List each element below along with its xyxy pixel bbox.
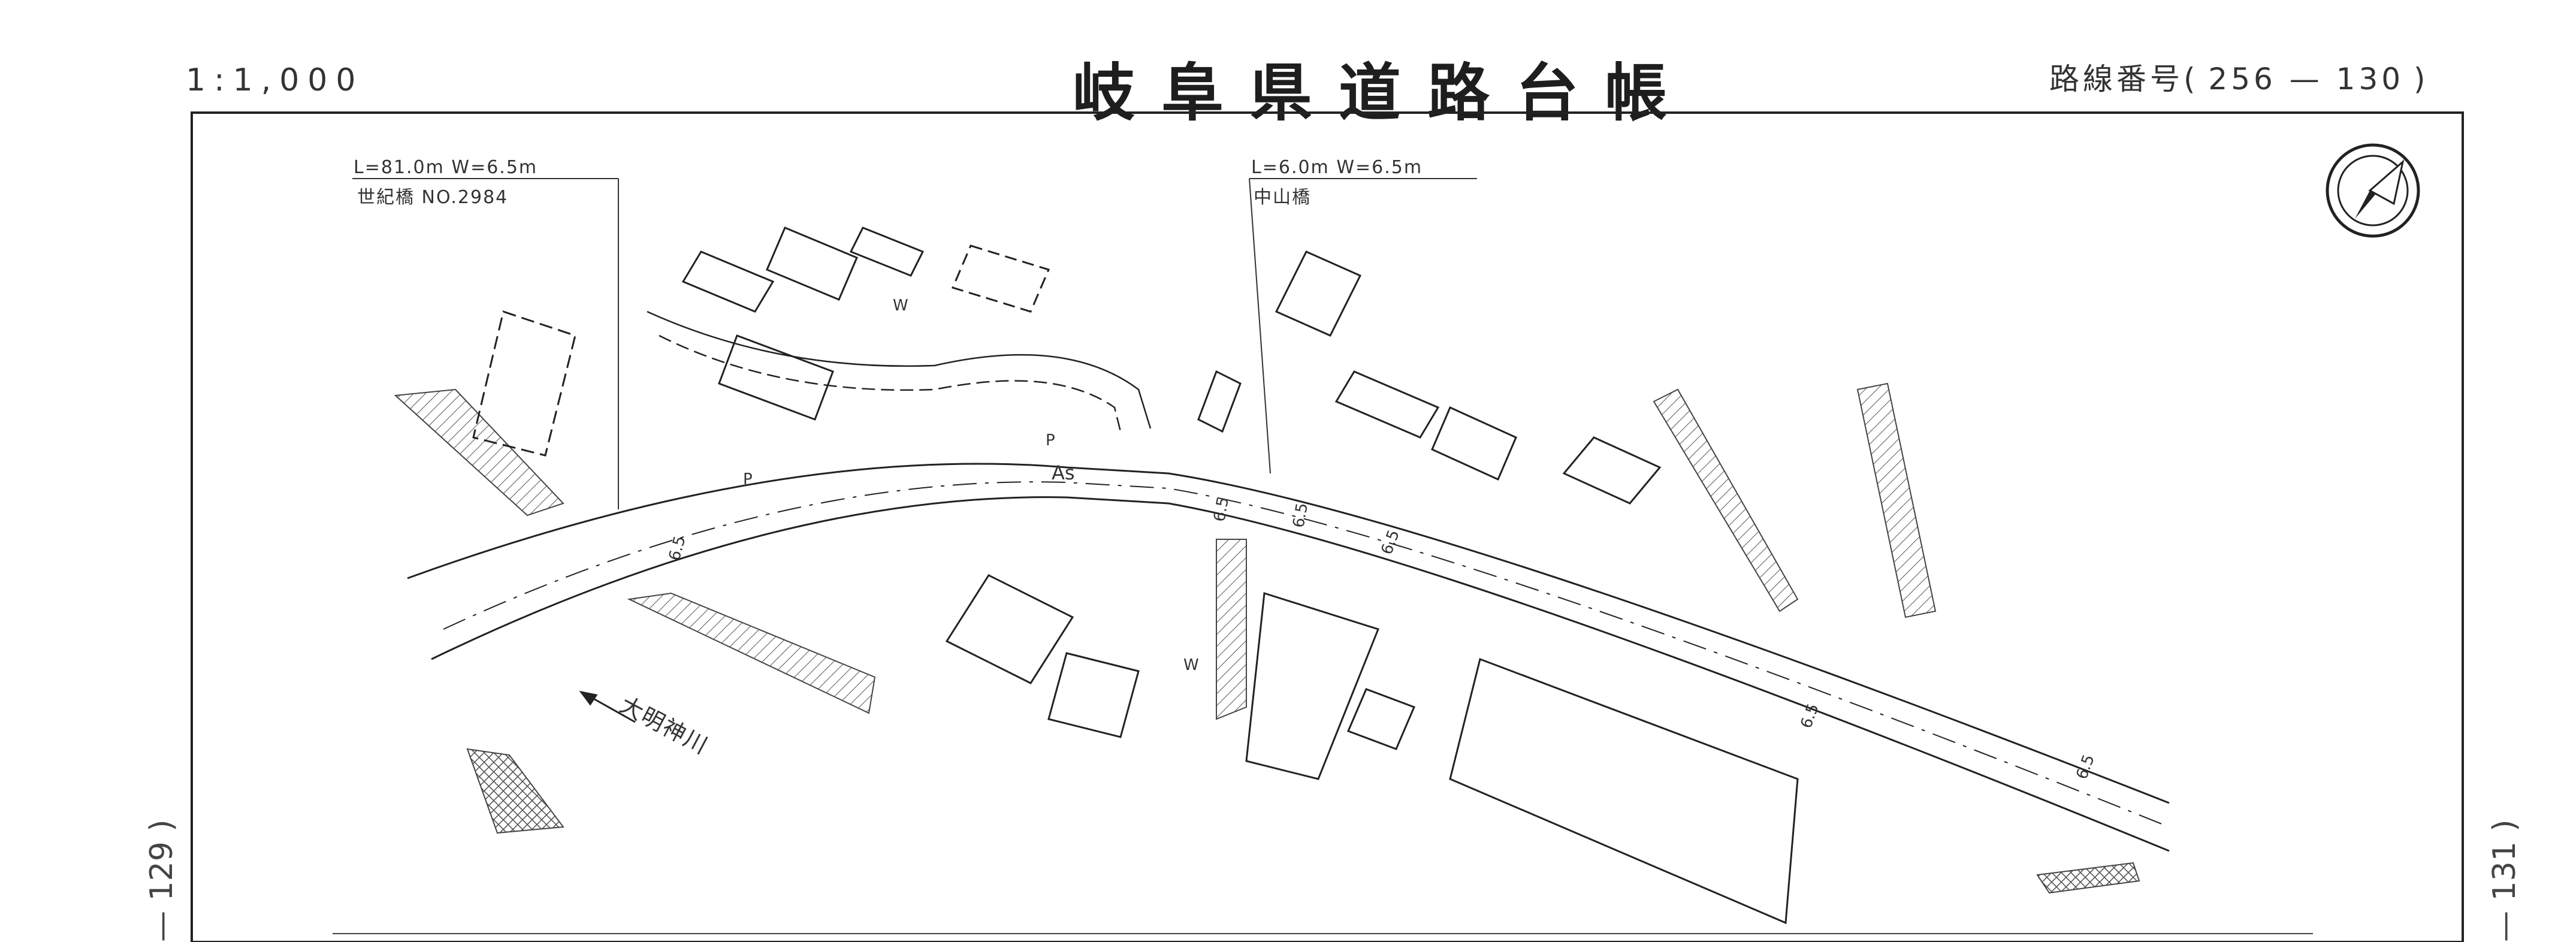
buildings [472,227,1799,925]
route-label: 路線番号 [2049,62,2184,96]
map-scale: 1:1,000 [186,62,364,98]
bridge-2-dims: L=6.0m W=6.5m [1251,157,1423,178]
bridge-1-name: 世紀橋 NO.2984 [357,187,509,208]
bridge-2-name: 中山橋 [1254,187,1311,208]
bridge-leaders [352,178,1477,509]
page-title: 岐阜県道路台帳 [1073,56,1694,129]
route-close: ) [2413,62,2429,96]
well-label-2: W [1183,656,1199,674]
bridge-1-dims: L=81.0m W=6.5m [354,157,538,178]
route-open: ( [2184,62,2199,96]
road-surface-label: As [1052,461,1075,484]
main-road [407,463,2170,852]
map-frame [191,111,2464,942]
north-arrow-icon [2326,143,2420,238]
route-value: 256 — 130 [2208,62,2405,96]
side-road [647,310,1152,432]
river-arrow [579,690,636,723]
parking-label-2: P [1046,431,1055,449]
well-label-1: W [893,297,908,315]
parking-label-1: P [743,470,753,488]
embankments [394,382,2140,894]
route-number: 路線番号( 256 — 130 ) [2049,55,2429,98]
